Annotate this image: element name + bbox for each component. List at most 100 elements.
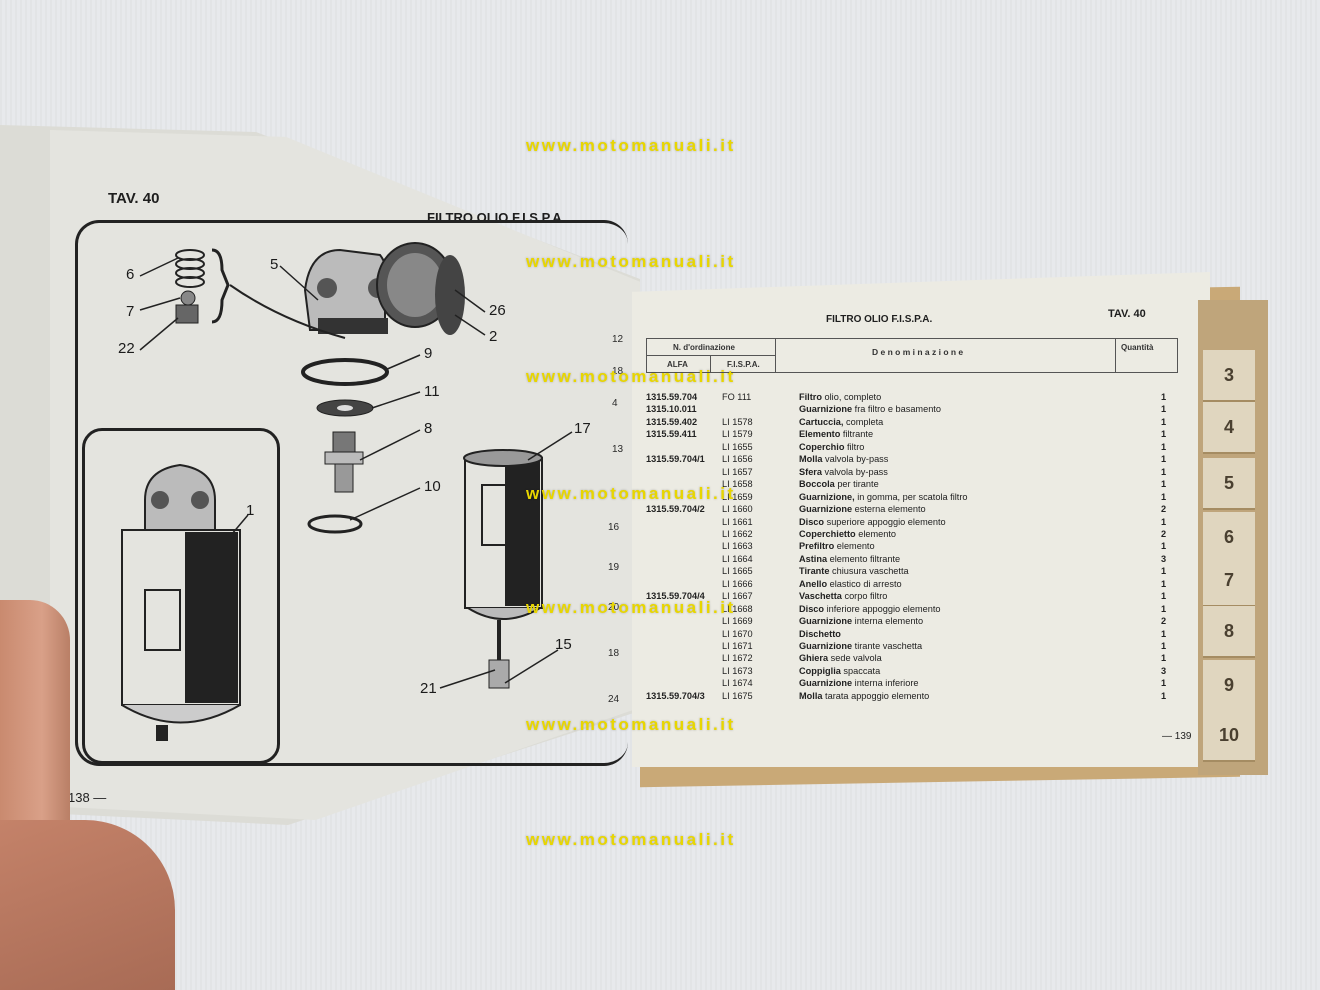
edge-callout: 18 — [612, 366, 624, 377]
fispa-code: LI 1663 — [722, 541, 753, 552]
part-quantity: 1 — [1161, 678, 1167, 689]
part-quantity: 2 — [1161, 528, 1167, 539]
fispa-code: LI 1674 — [722, 678, 753, 689]
quantity-heading: Quantità — [1121, 343, 1154, 352]
assembly-arrow — [229, 284, 346, 339]
index-tab[interactable]: 3 — [1203, 350, 1255, 402]
part-description: Coperchio filtro — [799, 442, 864, 452]
part-detail: elemento — [858, 528, 897, 539]
callout-label: 2 — [489, 328, 498, 345]
fispa-heading: F.I.S.P.A. — [727, 360, 760, 369]
part-description: Cartuccia, completa — [799, 417, 883, 427]
order-number-heading: N. d'ordinazione — [673, 343, 735, 352]
part-name: Prefiltro — [799, 541, 835, 552]
part-description: Anello elastico di arresto — [799, 579, 902, 589]
part-detail: tirante vaschetta — [854, 641, 923, 651]
fispa-code: LI 1666 — [722, 578, 753, 589]
fispa-code: LI 1668 — [722, 603, 753, 614]
edge-callout: 16 — [608, 522, 620, 533]
part-detail: elemento — [836, 541, 875, 552]
spring-part — [175, 249, 205, 288]
watermark-text: www.motomanuali.it — [526, 598, 736, 617]
part-detail: interna inferiore — [854, 678, 919, 689]
part-detail: spaccata — [843, 665, 881, 676]
part-quantity: 1 — [1161, 653, 1167, 664]
part-detail: completa — [846, 416, 884, 427]
part-detail: filtro — [847, 441, 865, 452]
brace — [211, 248, 230, 324]
callout-label: 5 — [270, 256, 279, 273]
part-quantity: 1 — [1161, 404, 1167, 415]
callout-label: 7 — [126, 303, 135, 320]
alfa-code: 1315.59.704 — [646, 392, 698, 402]
part-name: Coppiglia — [799, 665, 841, 676]
part-description: Astina elemento filtrante — [799, 554, 900, 564]
index-tab[interactable]: 8 — [1203, 606, 1255, 658]
part-quantity: 1 — [1161, 603, 1167, 614]
part-description: Vaschetta corpo filtro — [799, 591, 887, 601]
fispa-code: LI 1673 — [722, 665, 753, 676]
alfa-code: 1315.59.411 — [646, 429, 697, 440]
watermark-text: www.motomanuali.it — [526, 136, 736, 155]
callout-label: 17 — [574, 420, 591, 437]
alfa-code: 1315.10.011 — [646, 404, 697, 415]
watermark-text: www.motomanuali.it — [526, 484, 736, 503]
callout-label: 10 — [424, 478, 441, 495]
part-detail: sede valvola — [830, 653, 882, 664]
part-detail: tarata appoggio elemento — [825, 690, 930, 701]
holding-hand-palm — [0, 820, 175, 990]
part-description: Filtro olio, completo — [799, 392, 881, 402]
part-name: Coperchietto — [799, 528, 856, 539]
callout-label: 11 — [424, 383, 440, 400]
callout-label: 21 — [420, 680, 437, 697]
part-name: Molla — [799, 454, 823, 465]
fispa-code: LI 1664 — [722, 553, 753, 564]
fispa-code: LI 1669 — [722, 616, 753, 627]
part-detail: esterna elemento — [854, 504, 926, 515]
fispa-code: LI 1656 — [722, 454, 753, 465]
part-detail: valvola by-pass — [824, 466, 888, 477]
part-quantity: 1 — [1161, 566, 1167, 577]
left-table-ref: TAV. 40 — [108, 190, 160, 207]
perforated-disc-part — [376, 242, 465, 335]
fispa-code: LI 1660 — [722, 504, 753, 515]
index-tab[interactable]: 9 — [1203, 660, 1255, 712]
index-tab[interactable]: 4 — [1203, 402, 1255, 454]
part-quantity: 1 — [1161, 591, 1167, 602]
index-tab[interactable]: 5 — [1203, 458, 1255, 510]
part-quantity: 1 — [1161, 454, 1167, 465]
index-tab[interactable]: 10 — [1203, 710, 1255, 762]
fispa-code: LI 1671 — [722, 641, 753, 651]
part-description: Guarnizione, in gomma, per scatola filtr… — [799, 492, 968, 502]
edge-callout: 24 — [608, 694, 620, 705]
callout-label: 26 — [489, 302, 506, 319]
part-detail: elemento filtrante — [829, 553, 901, 564]
part-name: Filtro — [799, 392, 822, 402]
part-detail: elastico di arresto — [829, 578, 902, 589]
part-detail: fra filtro e basamento — [854, 404, 941, 415]
index-tab[interactable]: 7 — [1203, 555, 1255, 607]
gasket-ring-part — [301, 358, 389, 386]
watermark-text: www.motomanuali.it — [526, 252, 736, 271]
part-description: Molla valvola by-pass — [799, 454, 888, 464]
part-description: Boccola per tirante — [799, 479, 879, 489]
fispa-code: LI 1670 — [722, 628, 753, 639]
callout-label: 9 — [424, 345, 433, 362]
callout-label: 22 — [118, 340, 135, 357]
part-name: Guarnizione, — [799, 491, 855, 502]
alfa-code: 1315.59.704/4 — [646, 591, 705, 602]
part-name: Disco — [799, 603, 825, 614]
fispa-code: LI 1661 — [722, 516, 753, 527]
part-quantity: 1 — [1161, 578, 1167, 589]
fispa-code: LI 1657 — [722, 466, 753, 477]
part-quantity: 1 — [1161, 491, 1167, 502]
part-detail: superiore appoggio elemento — [826, 516, 946, 527]
